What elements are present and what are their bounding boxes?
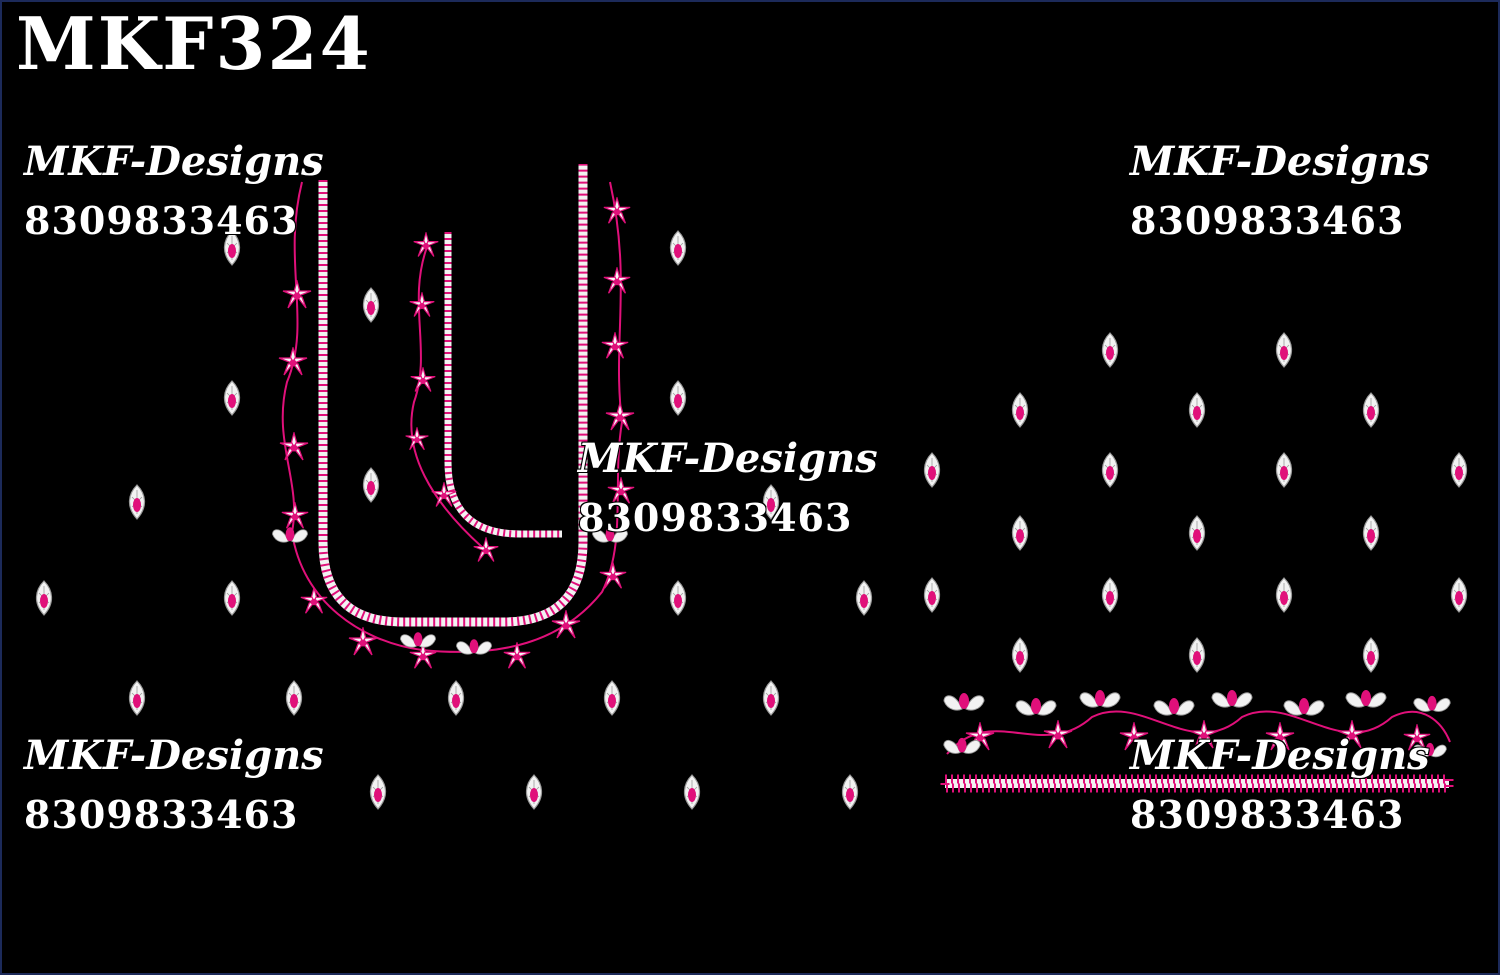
design-code: MKF324 — [16, 1, 372, 86]
neckline-piping — [318, 164, 588, 627]
watermark-brand: MKF-Designs — [24, 138, 324, 185]
watermark-bottom-right: MKF-Designs 8309833463 — [1130, 726, 1430, 844]
watermark-phone: 8309833463 — [1130, 792, 1405, 837]
watermark-phone: 8309833463 — [1130, 198, 1405, 243]
watermark-top-right: MKF-Designs 8309833463 — [1130, 132, 1430, 250]
watermark-brand: MKF-Designs — [24, 732, 324, 779]
watermark-phone: 8309833463 — [578, 495, 853, 540]
watermark-brand: MKF-Designs — [578, 435, 878, 482]
watermark-brand: MKF-Designs — [1130, 732, 1430, 779]
watermark-brand: MKF-Designs — [1130, 138, 1430, 185]
watermark-phone: 8309833463 — [24, 792, 299, 837]
watermark-phone: 8309833463 — [24, 198, 299, 243]
watermark-top-left: MKF-Designs 8309833463 — [24, 132, 324, 250]
sleeve-border-band — [940, 689, 1454, 793]
watermark-bottom-left: MKF-Designs 8309833463 — [24, 726, 324, 844]
watermark-center: MKF-Designs 8309833463 — [578, 429, 878, 547]
